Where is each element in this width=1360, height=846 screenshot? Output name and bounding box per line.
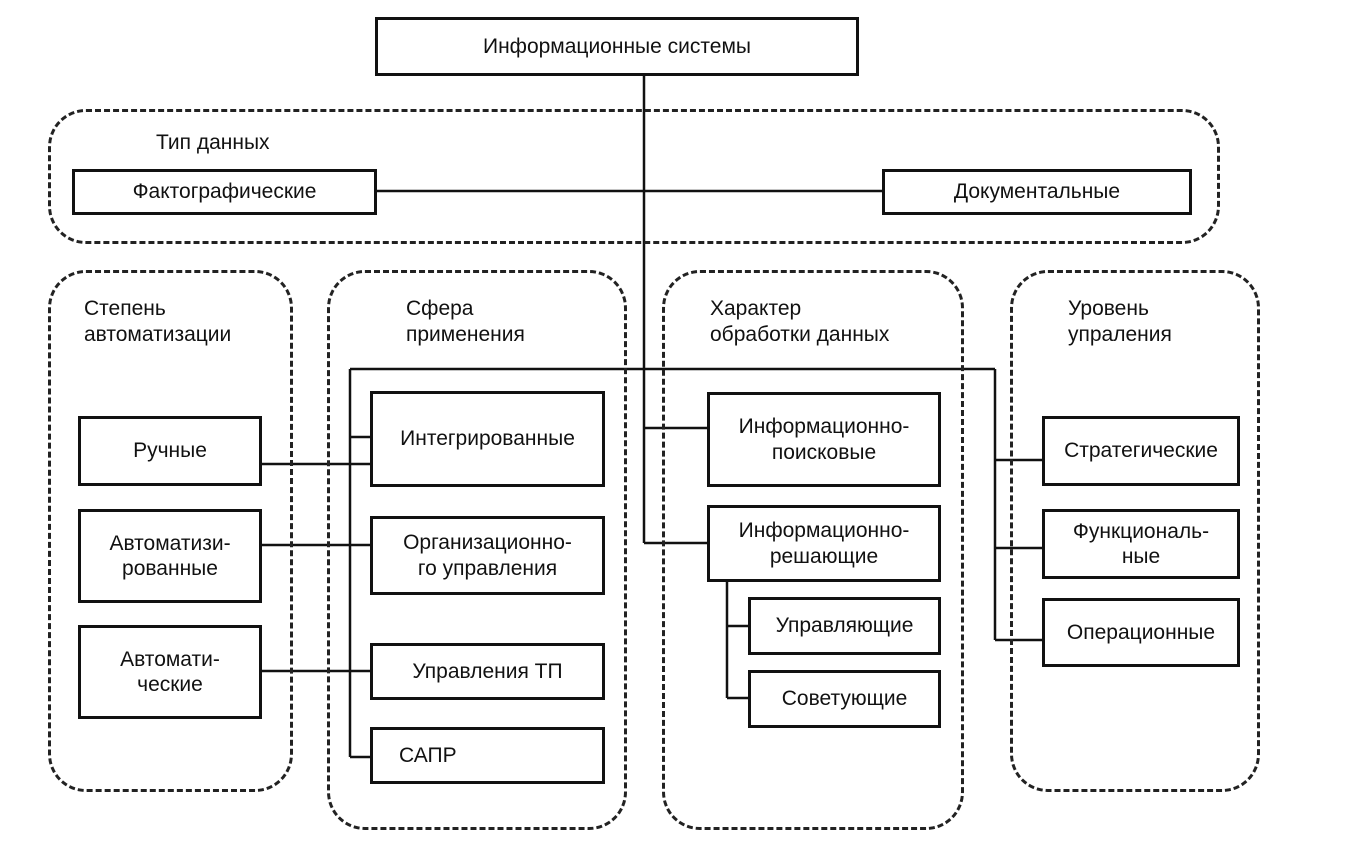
group-management xyxy=(1010,270,1260,792)
group-processing xyxy=(662,270,964,830)
application-tp-box: Управления ТП xyxy=(370,643,605,700)
processing-advisory-box: Советующие xyxy=(748,670,941,728)
group-data-type xyxy=(48,109,1220,244)
application-organizational-box: Организационно- го управления xyxy=(370,516,605,595)
application-integrated-box: Интегрированные xyxy=(370,391,605,487)
management-strategic-box: Стратегические xyxy=(1042,416,1240,486)
data-type-title: Тип данных xyxy=(156,131,270,154)
data-type-factual-box: Фактографические xyxy=(72,169,377,215)
group-application xyxy=(327,270,627,830)
management-title: Уровень упраления xyxy=(1068,297,1172,347)
management-functional-box: Функциональ- ные xyxy=(1042,509,1240,579)
root-box: Информационные системы xyxy=(375,17,859,76)
automation-title: Степень автоматизации xyxy=(84,297,232,347)
processing-control-box: Управляющие xyxy=(748,597,941,655)
processing-decision-box: Информационно- решающие xyxy=(707,505,941,582)
data-type-documentary-box: Документальные xyxy=(882,169,1192,215)
automation-manual-box: Ручные xyxy=(78,416,262,486)
processing-search-box: Информационно- поисковые xyxy=(707,392,941,487)
management-operational-box: Операционные xyxy=(1042,598,1240,667)
group-automation xyxy=(48,270,293,792)
automation-automatic-box: Автомати- ческие xyxy=(78,625,262,719)
processing-title: Характер обработки данных xyxy=(710,297,890,347)
application-title: Сфера применения xyxy=(406,297,525,347)
application-cad-box: САПР xyxy=(370,727,605,784)
automation-automated-box: Автоматизи- рованные xyxy=(78,509,262,603)
